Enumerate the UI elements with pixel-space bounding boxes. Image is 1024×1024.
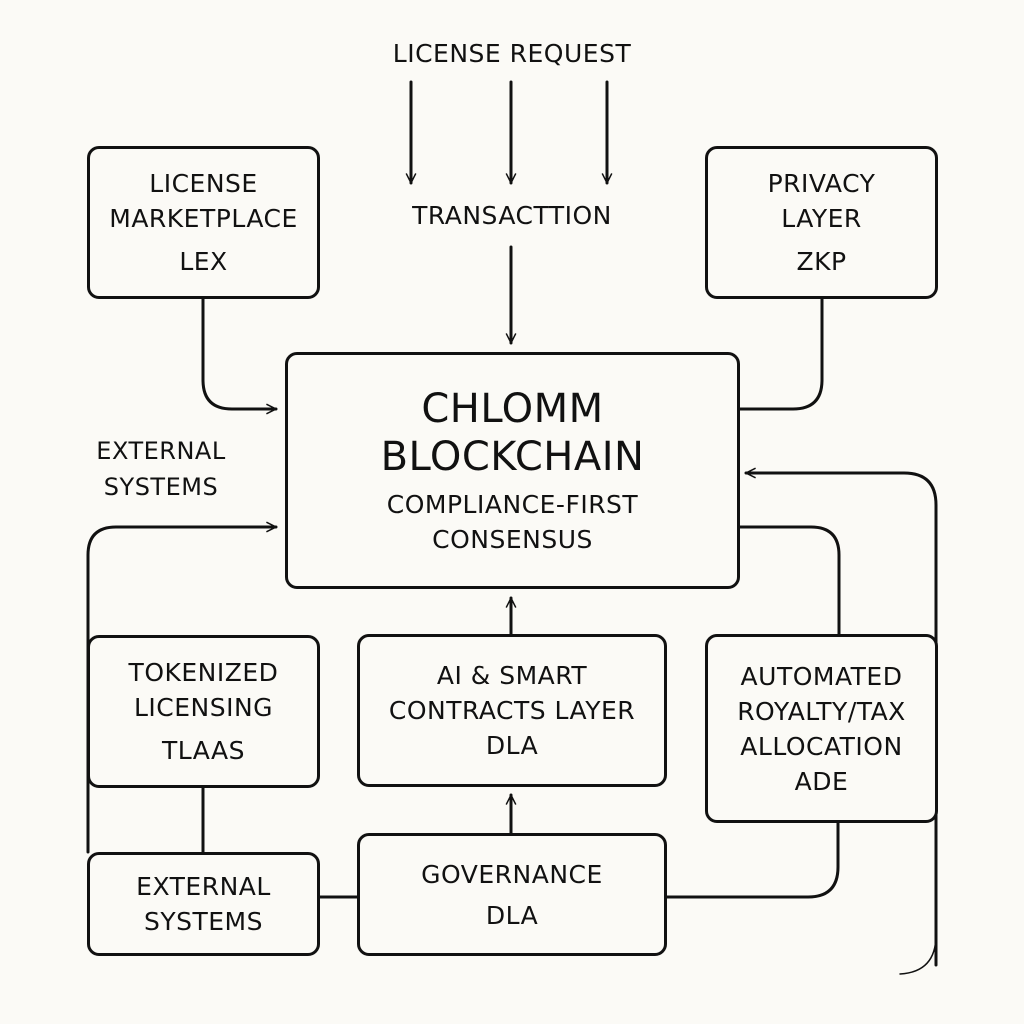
- governance-line1: GOVERNANCE: [421, 859, 603, 889]
- ai-line1: AI & SMART: [436, 661, 588, 690]
- tokenized-line2: LICENSING: [133, 693, 274, 722]
- tokenized-licensing-box[interactable]: TOKENIZED LICENSING TLAAS: [87, 635, 320, 788]
- outer-loop-to-core-connector: [744, 473, 938, 967]
- ai-code: DLA: [485, 731, 539, 760]
- core-title-line2: BLOCKCHAIN: [380, 433, 645, 480]
- marketplace-line2: MARKETPLACE: [109, 204, 298, 233]
- royalty-line3: ALLOCATION: [740, 731, 903, 761]
- automated-royalty-box[interactable]: AUTOMATED ROYALTY/TAX ALLOCATION ADE: [705, 634, 938, 823]
- chlomm-blockchain-core-box[interactable]: CHLOMM BLOCKCHAIN COMPLIANCE-FIRST CONSE…: [285, 352, 740, 589]
- license-request-label: LICENSE REQUEST: [362, 36, 662, 71]
- tokenized-line1: TOKENIZED: [128, 658, 279, 687]
- governance-code: DLA: [485, 900, 539, 930]
- external-box-line2: SYSTEMS: [143, 907, 263, 936]
- royalty-line2: ROYALTY/TAX: [737, 696, 906, 726]
- ai-line2: CONTRACTS LAYER: [388, 696, 636, 725]
- external-box-line1: EXTERNAL: [136, 872, 271, 901]
- privacy-line2: LAYER: [781, 204, 862, 233]
- core-title-line1: CHLOMM: [421, 385, 604, 432]
- governance-box[interactable]: GOVERNANCE DLA: [357, 833, 667, 956]
- marketplace-to-core-connector: [201, 296, 278, 409]
- transaction-text: TRANSACTTION: [412, 201, 612, 230]
- royalty-code: ADE: [794, 766, 849, 796]
- governance-to-royalty-connector: [663, 820, 840, 899]
- privacy-to-core-connector: [738, 296, 824, 411]
- marketplace-line1: LICENSE: [149, 169, 258, 198]
- privacy-line1: PRIVACY: [767, 169, 876, 198]
- royalty-line1: AUTOMATED: [740, 661, 903, 691]
- outer-loop-bottom-curve: [899, 934, 937, 975]
- tokenized-code: TLAAS: [161, 736, 246, 765]
- core-subtitle-line2: CONSENSUS: [432, 524, 593, 554]
- license-marketplace-box[interactable]: LICENSE MARKETPLACE LEX: [87, 146, 320, 299]
- core-subtitle-line1: COMPLIANCE-FIRST: [386, 489, 639, 519]
- external-label-line1: EXTERNAL: [96, 437, 226, 465]
- external-systems-box[interactable]: EXTERNAL SYSTEMS: [87, 852, 320, 956]
- external-label-line2: SYSTEMS: [103, 473, 219, 501]
- royalty-to-core-connector: [738, 525, 841, 637]
- ai-smart-contracts-box[interactable]: AI & SMART CONTRACTS LAYER DLA: [357, 634, 667, 787]
- transaction-label: TRANSACTTION: [362, 198, 662, 233]
- privacy-layer-box[interactable]: PRIVACY LAYER ZKP: [705, 146, 938, 299]
- external-to-core-connector: [86, 527, 278, 854]
- privacy-code: ZKP: [796, 247, 847, 276]
- license-request-text: LICENSE REQUEST: [392, 39, 632, 68]
- marketplace-code: LEX: [179, 247, 228, 276]
- external-systems-label: EXTERNAL SYSTEMS: [76, 433, 246, 505]
